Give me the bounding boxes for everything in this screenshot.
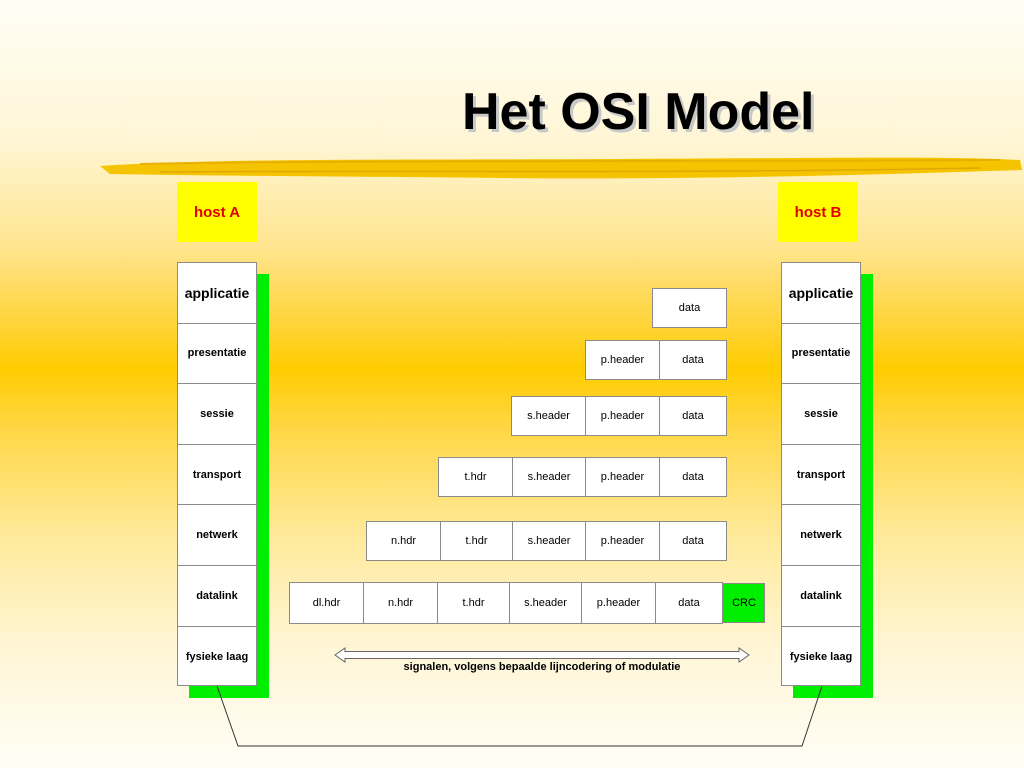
host-b-layer-transport: transport: [782, 445, 860, 506]
encapsulation-row-netwerk: n.hdr t.hdr s.header p.header data: [366, 521, 727, 561]
cell-p-header: p.header: [586, 341, 660, 379]
encapsulation-row-applicatie: data: [652, 288, 727, 328]
host-b-layer-sessie: sessie: [782, 384, 860, 445]
cell-t-hdr: t.hdr: [441, 522, 513, 560]
cell-t-hdr: t.hdr: [439, 458, 513, 496]
cell-n-hdr: n.hdr: [367, 522, 441, 560]
host-a-layer-presentatie: presentatie: [178, 324, 256, 385]
host-a-layer-transport: transport: [178, 445, 256, 506]
cell-p-header: p.header: [586, 458, 660, 496]
cell-data: data: [678, 597, 700, 609]
cell-p-header: p.header: [582, 583, 656, 623]
cell-p-header: p.header: [586, 522, 660, 560]
cell-s-header: s.header: [513, 522, 586, 560]
cell-data: data: [682, 471, 704, 483]
cell-t-hdr: t.hdr: [438, 583, 510, 623]
encapsulation-row-datalink: dl.hdr n.hdr t.hdr s.header p.header dat…: [289, 582, 723, 624]
cell-s-header: s.header: [513, 458, 586, 496]
host-b-layer-netwerk: netwerk: [782, 505, 860, 566]
page-title: Het OSI Model: [462, 83, 815, 141]
host-b-stack: applicatie presentatie sessie transport …: [781, 262, 861, 686]
signal-label: signalen, volgens bepaalde lijncodering …: [403, 661, 681, 673]
host-a-label: host A: [177, 182, 257, 242]
host-a-layer-sessie: sessie: [178, 384, 256, 445]
host-b-label: host B: [778, 182, 858, 242]
host-b-layer-fysieke-laag: fysieke laag: [789, 650, 853, 663]
cell-data: data: [682, 535, 704, 547]
host-a-layer-applicatie: applicatie: [178, 263, 256, 324]
cell-data: data: [678, 302, 701, 314]
host-a-layer-netwerk: netwerk: [178, 505, 256, 566]
cell-data: data: [682, 410, 704, 422]
crc-trailer: CRC: [723, 583, 765, 623]
cell-p-header: p.header: [586, 397, 660, 435]
host-a-layer-fysieke-laag: fysieke laag: [185, 650, 249, 663]
cell-n-hdr: n.hdr: [364, 583, 438, 623]
cell-s-header: s.header: [512, 397, 586, 435]
encapsulation-row-presentatie: p.header data: [585, 340, 727, 380]
cell-dl-hdr: dl.hdr: [290, 583, 364, 623]
title-underline-brush: [100, 157, 1022, 179]
cell-data: data: [682, 354, 704, 366]
host-a-stack: applicatie presentatie sessie transport …: [177, 262, 257, 686]
encapsulation-row-sessie: s.header p.header data: [511, 396, 727, 436]
host-b-layer-applicatie: applicatie: [782, 263, 860, 324]
cell-s-header: s.header: [510, 583, 582, 623]
host-a-layer-datalink: datalink: [178, 566, 256, 627]
physical-link-line: [216, 685, 823, 747]
host-b-layer-datalink: datalink: [782, 566, 860, 627]
encapsulation-row-transport: t.hdr s.header p.header data: [438, 457, 727, 497]
double-arrow-signal: [334, 647, 750, 663]
host-b-layer-presentatie: presentatie: [782, 324, 860, 385]
